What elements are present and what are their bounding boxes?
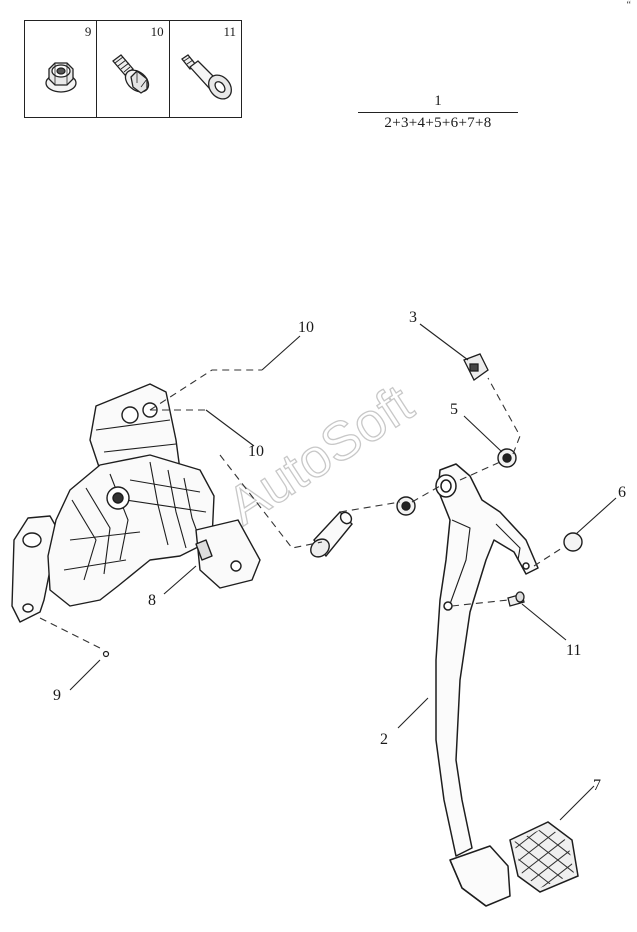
- callout-10-mid: 10: [248, 443, 264, 460]
- pivot-pin: [310, 510, 353, 558]
- legend-cell-10: 10: [97, 21, 170, 117]
- bushing-left: [396, 496, 416, 516]
- assembly-number: 1: [434, 93, 442, 109]
- legend-cell-9: 9: [25, 21, 98, 117]
- flange-nut: [102, 650, 110, 658]
- callout-8: 8: [148, 592, 156, 609]
- legend-number: 10: [150, 24, 164, 39]
- pedal-pad: [509, 821, 579, 893]
- assembly-components: 2+3+4+5+6+7+8: [384, 115, 492, 131]
- shoulder-bolt-icon: [180, 54, 232, 100]
- stop-bumper: [563, 532, 583, 552]
- callout-7: 7: [593, 777, 601, 794]
- assembly-lines: [39, 369, 563, 651]
- leader-lines: [69, 323, 617, 821]
- pedal-bracket: [11, 383, 261, 623]
- callout-3: 3: [409, 309, 417, 326]
- callout-9: 9: [53, 687, 61, 704]
- legend-number: 9: [84, 24, 92, 39]
- callout-5: 5: [450, 401, 458, 418]
- flange-bolt-icon: [112, 54, 150, 94]
- pedal-arm: [435, 463, 539, 907]
- pedal-bolt: [507, 591, 525, 607]
- callout-6: 6: [618, 484, 626, 501]
- fastener-legend: 9 10: [24, 20, 242, 118]
- corner-mark: “: [626, 0, 631, 11]
- flange-nut-icon: [45, 62, 77, 93]
- spring-clip: [463, 353, 489, 381]
- assembly-formula: 1 2+3+4+5+6+7+8: [358, 93, 518, 132]
- callout-10-top: 10: [298, 319, 314, 336]
- bushing-right: [497, 448, 517, 468]
- formula-bar: [358, 112, 518, 113]
- legend-number: 11: [223, 24, 236, 39]
- callout-11: 11: [566, 642, 582, 659]
- callout-2: 2: [380, 731, 388, 748]
- legend-cell-11: 11: [170, 21, 241, 117]
